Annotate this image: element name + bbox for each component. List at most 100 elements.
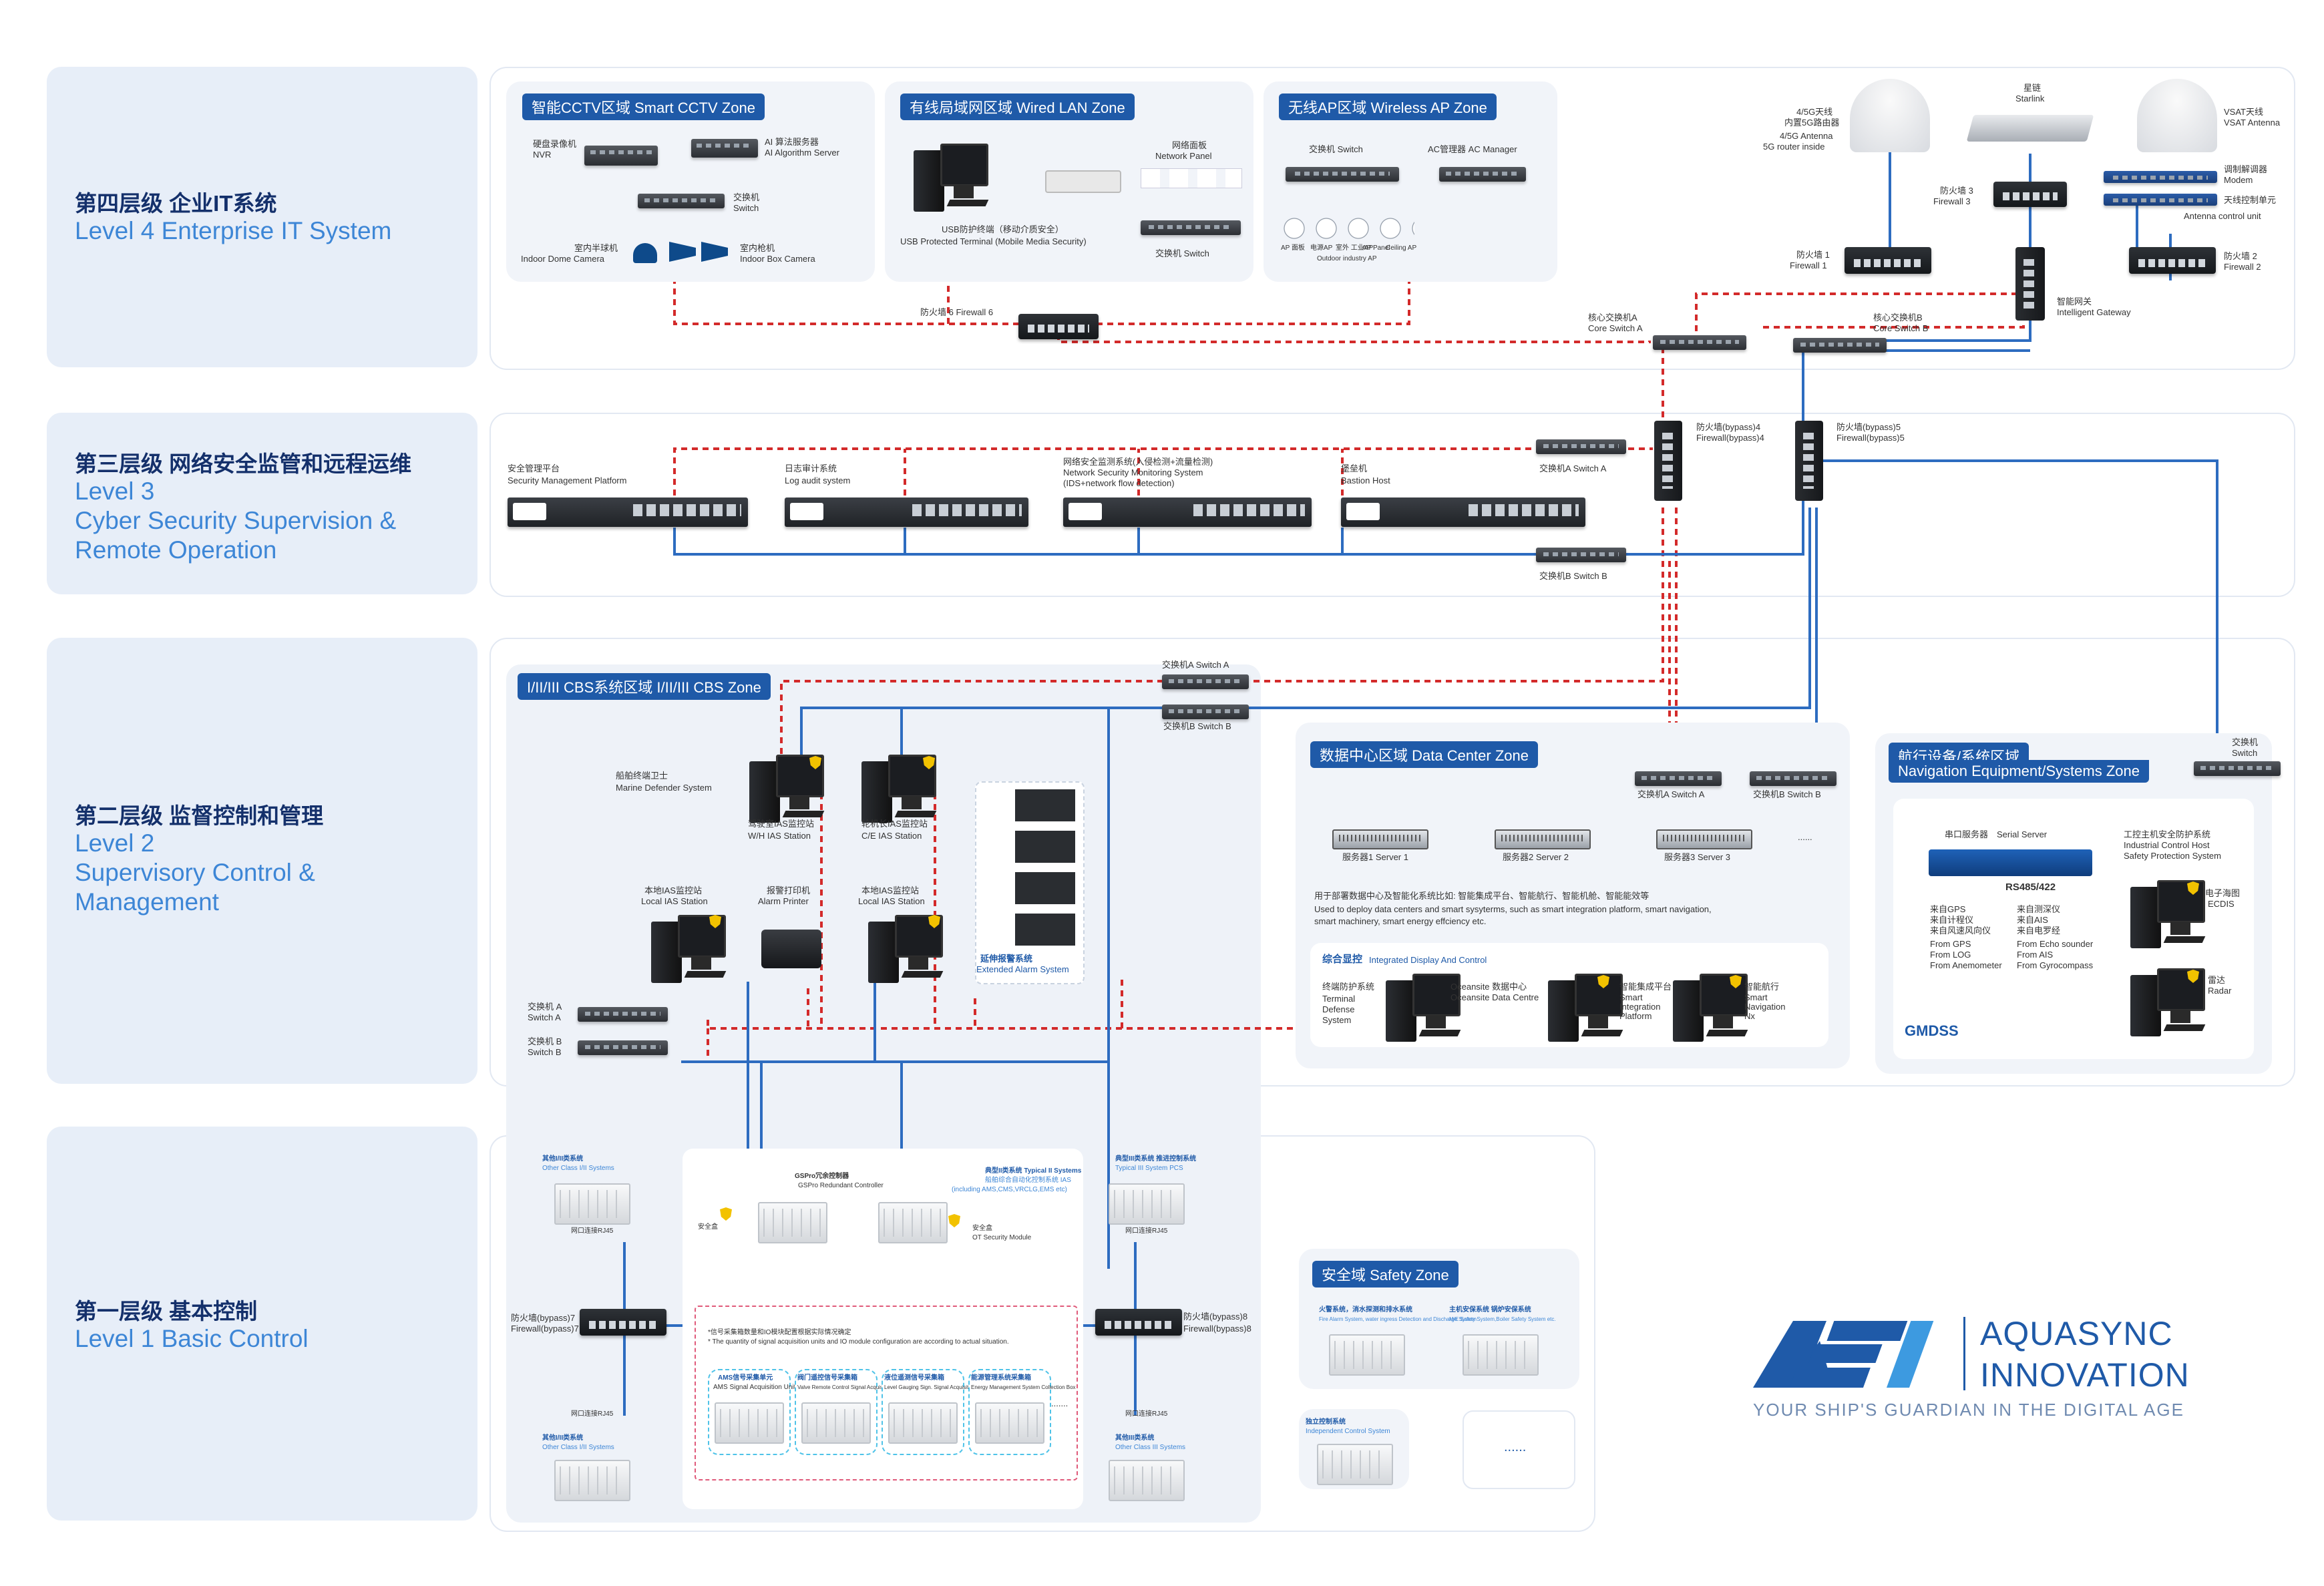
las1-shield-icon bbox=[709, 915, 721, 928]
ap-label-2: 电源AP bbox=[1310, 244, 1333, 252]
gateway-label-en: Intelligent Gateway bbox=[2057, 307, 2131, 317]
ser-left-1: 来自计程仪 bbox=[1930, 915, 1974, 925]
t2-label-2: 船舶综合自动化控制系统 IAS bbox=[985, 1177, 1071, 1184]
ind-label-en: Independent Control System bbox=[1306, 1428, 1390, 1435]
oc2-label-en: Other Class I/II Systems bbox=[542, 1444, 614, 1451]
wh-ias-label-zh: 驾驶室IAS监控站 bbox=[748, 819, 814, 829]
network-panel-label-en: Network Panel bbox=[1155, 151, 1212, 161]
fw7-label-zh: 防火墙(bypass)7 bbox=[511, 1313, 576, 1323]
brand-name-1: AQUASYNC bbox=[1980, 1315, 2173, 1352]
rs485-label: RS485/422 bbox=[2005, 881, 2056, 893]
ai-server-device bbox=[691, 139, 758, 158]
oc3-plc bbox=[1109, 1460, 1185, 1501]
box4-plc bbox=[975, 1402, 1044, 1444]
t3-label-en: Typical III System PCS bbox=[1115, 1165, 1183, 1172]
t3-plc bbox=[1109, 1183, 1185, 1225]
vsat-label-zh: VSAT天线 bbox=[2224, 107, 2263, 117]
oc3-port-label: 网口连接RJ45 bbox=[1125, 1410, 1168, 1418]
sec-box-shield-1 bbox=[720, 1207, 732, 1221]
mds-label-en: Marine Defender System bbox=[616, 783, 712, 793]
ac-manager-label: AC管理器 AC Manager bbox=[1428, 144, 1517, 154]
snx-shield-icon bbox=[1730, 975, 1742, 988]
las2-label-zh: 本地IAS监控站 bbox=[861, 885, 919, 896]
modem-label-en: Modem bbox=[2224, 175, 2253, 185]
t3-port-label: 网口连接RJ45 bbox=[1125, 1227, 1168, 1235]
level3-title-en3: Remote Operation bbox=[75, 536, 277, 564]
level2-title-en2: Supervisory Control & bbox=[75, 859, 315, 886]
oc1-label-zh: 其他I/II类系统 bbox=[542, 1155, 584, 1163]
l3-switch-a-label: 交换机A Switch A bbox=[1539, 463, 1607, 473]
level4-title-zh: 第四层级 企业IT系统 bbox=[75, 191, 277, 216]
ap-devices bbox=[1281, 215, 1414, 242]
ser-left-3: From GPS bbox=[1930, 939, 1971, 949]
tds-label-en3: System bbox=[1322, 1015, 1352, 1025]
usb-terminal-label-en: USB Protected Terminal (Mobile Media Sec… bbox=[900, 236, 1087, 246]
snx-label-en2: Navigation bbox=[1744, 1002, 1786, 1012]
ser-left-2: 来自风速风向仪 bbox=[1930, 926, 1991, 936]
level4-title-en: Level 4 Enterprise IT System bbox=[75, 217, 392, 244]
fw8-label-en: Firewall(bypass)8 bbox=[1183, 1324, 1251, 1334]
sec-box-label-2: 安全盒 bbox=[972, 1225, 992, 1232]
nvr-label-en: NVR bbox=[533, 150, 552, 160]
box-camera-label-zh: 室内枪机 bbox=[740, 243, 775, 253]
level2-title-zh: 第二层级 监督控制和管理 bbox=[75, 803, 324, 828]
server3-device bbox=[1656, 829, 1752, 849]
ai-server-label-en: AI Algorithm Server bbox=[765, 148, 839, 158]
more-zone bbox=[1463, 1410, 1575, 1489]
cctv-switch-label-en: Switch bbox=[733, 203, 759, 213]
l3-switch-b-device bbox=[1536, 548, 1626, 562]
wired-lan-zone-title: 有线局域网区域 Wired LAN Zone bbox=[900, 93, 1135, 120]
data-center-zone-title: 数据中心区域 Data Center Zone bbox=[1310, 741, 1538, 768]
l3-switch-b-label: 交换机B Switch B bbox=[1539, 571, 1607, 581]
gsp-label-en: GSPro Redundant Controller bbox=[798, 1182, 884, 1189]
ser-right-0: 来自测深仪 bbox=[2017, 904, 2061, 914]
box3-label-en: Level Gauging Sign. Signal Acquisition B… bbox=[884, 1384, 986, 1390]
idc-label-zh: 综合显控 bbox=[1322, 954, 1363, 965]
l2-switch-b-label-zh: 交换机 B bbox=[528, 1036, 562, 1046]
fw7-label-en: Firewall(bypass)7 bbox=[511, 1324, 579, 1334]
tds-label-en2: Defense bbox=[1322, 1004, 1355, 1014]
level3-title-zh: 第三层级 网络安全监管和远程运维 bbox=[75, 451, 412, 476]
ser-right-3: From Echo sounder bbox=[2017, 939, 2094, 949]
dc-switch-b-device bbox=[1750, 771, 1836, 786]
ap-label-6: Outdoor industry AP bbox=[1317, 255, 1377, 262]
starlink-label-en: Starlink bbox=[2015, 93, 2045, 104]
cbs-zone-title: I/II/III CBS系统区域 I/II/III CBS Zone bbox=[518, 673, 771, 700]
firewall6-device bbox=[1018, 314, 1099, 339]
sip-pc bbox=[1548, 974, 1623, 1047]
cctv-switch-label-zh: 交换机 bbox=[733, 192, 760, 202]
box1-label-en: AMS Signal Acquisition Unit bbox=[713, 1384, 796, 1391]
gateway-device bbox=[2015, 247, 2045, 321]
acu-label-zh: 天线控制单元 bbox=[2224, 195, 2277, 205]
gmdss-label: GMDSS bbox=[1905, 1022, 1959, 1039]
level1-title-en: Level 1 Basic Control bbox=[75, 1325, 309, 1352]
dome-camera-icon bbox=[633, 243, 657, 263]
ce-shield-icon bbox=[923, 756, 935, 769]
sec-box-label-1: 安全盒 bbox=[698, 1223, 718, 1231]
wap-switch-device bbox=[1286, 167, 1399, 182]
fire-plc bbox=[1329, 1334, 1405, 1376]
me-label-zh: 主机安保系统 锅炉安保系统 bbox=[1449, 1306, 1531, 1314]
ai-server-label-zh: AI 算法服务器 bbox=[765, 137, 819, 147]
ce-ias-label-zh: 轮机长IAS监控站 bbox=[861, 819, 928, 829]
nav-switch-device bbox=[2194, 761, 2281, 776]
gsp-controller-1 bbox=[758, 1202, 827, 1243]
ecdis-shield-icon bbox=[2187, 881, 2199, 895]
cbs-switch-b-label: 交换机B Switch B bbox=[1163, 721, 1231, 731]
me-plc bbox=[1463, 1334, 1539, 1376]
level1-title-zh: 第一层级 基本控制 bbox=[75, 1299, 258, 1324]
nsm-label-en2: (IDS+network flow detection) bbox=[1063, 478, 1175, 488]
oc1-port-label: 网口连接RJ45 bbox=[571, 1227, 614, 1235]
lan-switch-label: 交换机 Switch bbox=[1155, 248, 1209, 258]
core-switch-b-label-zh: 核心交换机B bbox=[1873, 313, 1923, 323]
nsm-device bbox=[1063, 498, 1312, 527]
modem-label-zh: 调制解调器 bbox=[2224, 164, 2268, 174]
otm-label: OT Security Module bbox=[972, 1234, 1032, 1241]
usb-terminal-pc bbox=[914, 144, 989, 217]
firewall4-device bbox=[1654, 421, 1682, 501]
fw7-device bbox=[580, 1309, 666, 1336]
ap-label-3: 室外 工业AP bbox=[1336, 244, 1374, 252]
firewall2-device bbox=[2129, 247, 2216, 274]
ser-left-0: 来自GPS bbox=[1930, 904, 1966, 914]
brand-tagline: YOUR SHIP'S GUARDIAN IN THE DIGITAL AGE bbox=[1753, 1400, 2184, 1420]
